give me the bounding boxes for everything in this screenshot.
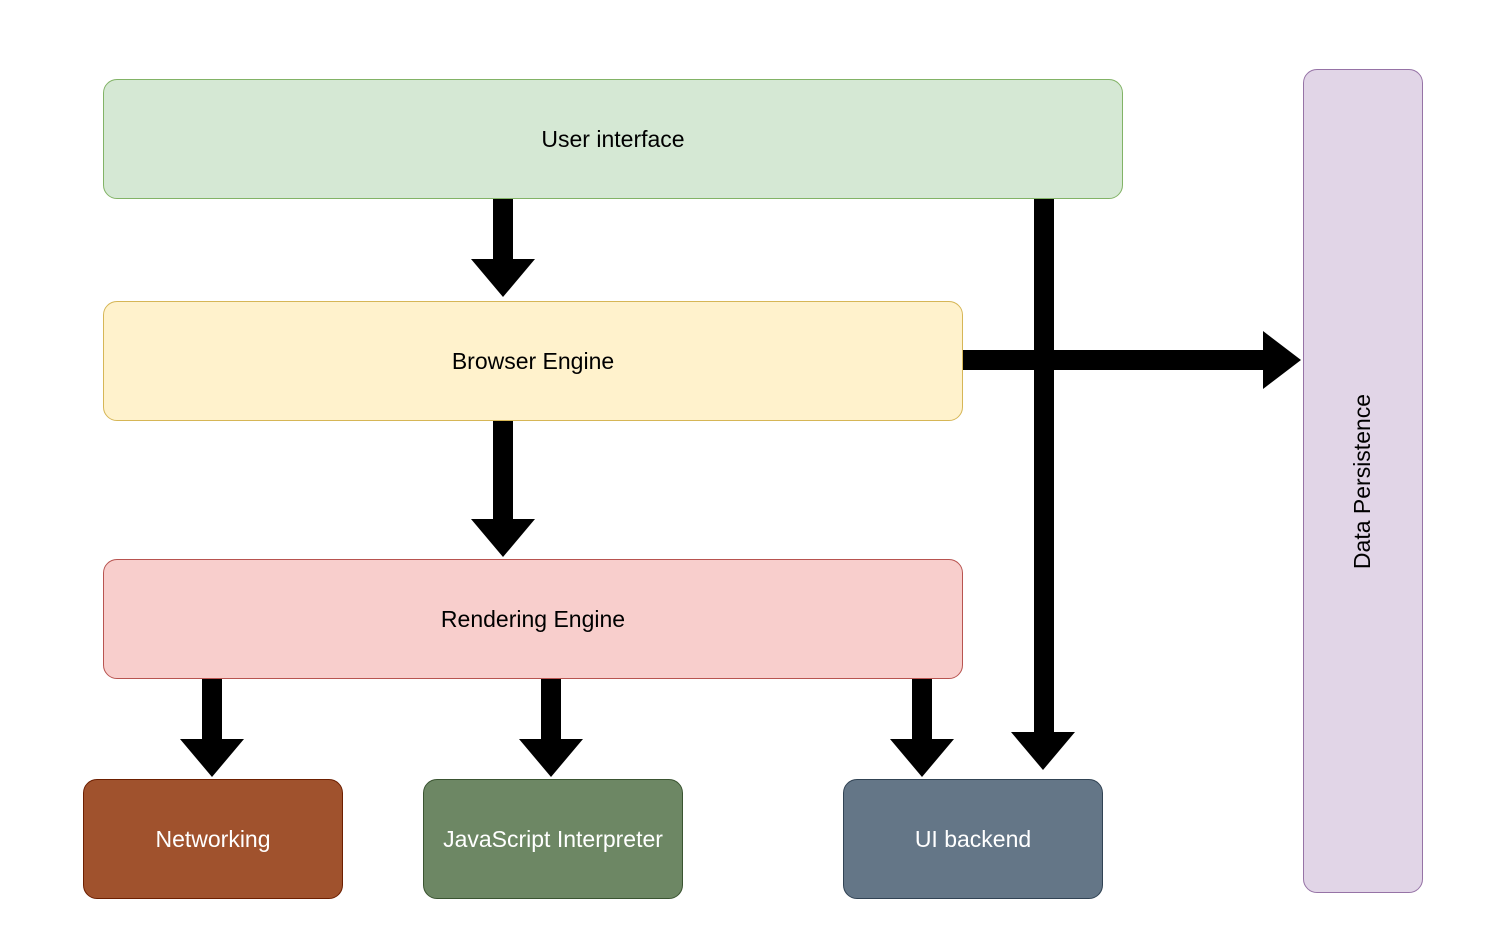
arrow-ui-to-browser-engine — [471, 199, 535, 297]
arrow-ui-to-ui-backend — [1011, 199, 1075, 770]
user-interface-label: User interface — [541, 125, 685, 152]
ui-backend-label: UI backend — [914, 825, 1032, 852]
rendering-engine-label: Rendering Engine — [440, 605, 626, 632]
browser-engine-box: Browser Engine — [103, 301, 963, 421]
arrow-rendering-engine-to-networking — [180, 679, 244, 777]
user-interface-box: User interface — [103, 79, 1123, 199]
networking-box: Networking — [83, 779, 343, 899]
javascript-interpreter-box: JavaScript Interpreter — [423, 779, 683, 899]
data-persistence-label: Data Persistence — [1349, 393, 1376, 569]
browser-engine-label: Browser Engine — [451, 347, 615, 374]
data-persistence-box: Data Persistence — [1303, 69, 1423, 893]
ui-backend-box: UI backend — [843, 779, 1103, 899]
arrow-browser-engine-to-data-persistence — [963, 331, 1301, 389]
rendering-engine-box: Rendering Engine — [103, 559, 963, 679]
arrow-rendering-engine-to-ui-backend — [890, 679, 954, 777]
networking-label: Networking — [155, 825, 271, 852]
arrow-rendering-engine-to-js-interpreter — [519, 679, 583, 777]
arrow-browser-engine-to-rendering-engine — [471, 421, 535, 557]
javascript-interpreter-label: JavaScript Interpreter — [443, 825, 663, 852]
